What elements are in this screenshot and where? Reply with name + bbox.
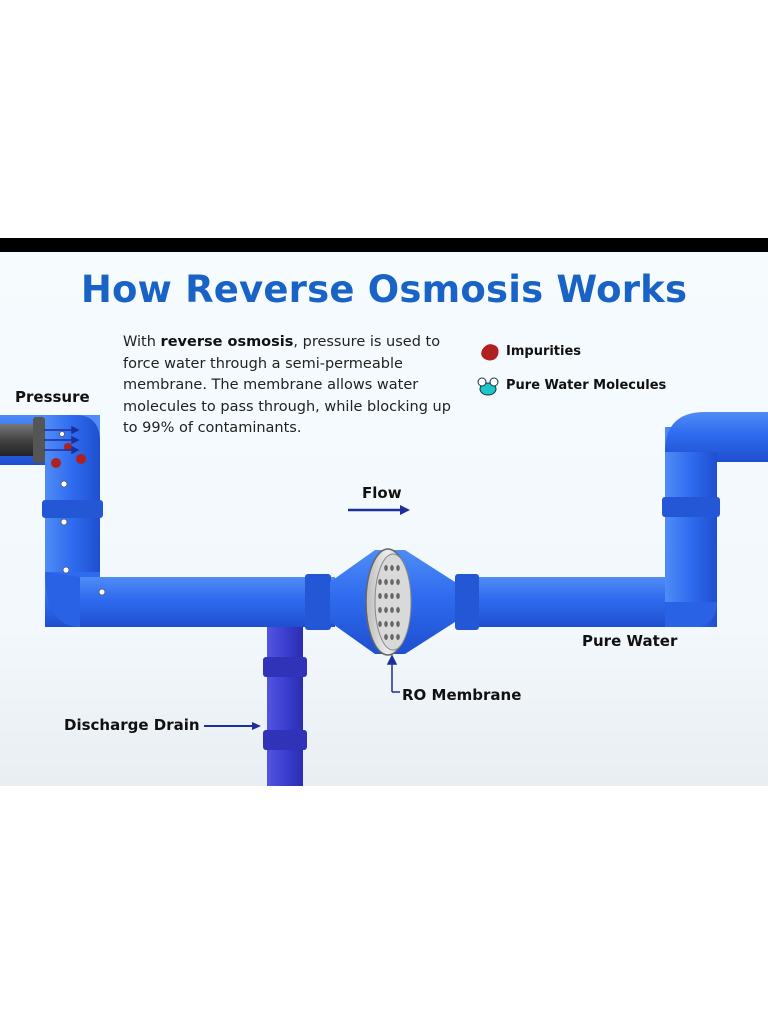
diagram-panel: How Reverse Osmosis Works With reverse o… xyxy=(0,252,768,786)
legend-pure-water-label: Pure Water Molecules xyxy=(506,378,667,393)
water-molecules-inlet xyxy=(59,431,106,596)
legend-impurities-label: Impurities xyxy=(506,344,582,359)
membrane-housing xyxy=(330,548,455,656)
description-bold: reverse osmosis xyxy=(160,334,294,350)
description-prefix: With xyxy=(123,334,161,350)
ro-membrane-pointer xyxy=(386,654,400,693)
ro-membrane-label: RO Membrane xyxy=(402,686,522,704)
impurities-legend-icon xyxy=(481,344,499,361)
pressure-label: Pressure xyxy=(15,388,90,406)
membrane-pores xyxy=(378,565,400,640)
discharge-drain-label: Discharge Drain xyxy=(64,716,200,734)
pressure-piston xyxy=(0,417,45,463)
impurity-particles xyxy=(51,443,86,468)
pressure-arrows xyxy=(44,425,80,455)
flow-label: Flow xyxy=(362,484,402,502)
outlet-pipe xyxy=(455,412,768,630)
diagram-title: How Reverse Osmosis Works xyxy=(80,268,688,311)
description-text: With reverse osmosis, pressure is used t… xyxy=(123,332,463,440)
description-suffix: , pressure is used to force water throug… xyxy=(123,334,451,436)
pure-water-legend-icon xyxy=(477,377,499,396)
drain-pipe xyxy=(263,612,307,786)
flow-arrow xyxy=(348,505,410,515)
inlet-pipe xyxy=(0,415,335,630)
drain-arrow xyxy=(204,722,261,730)
pure-water-label: Pure Water xyxy=(582,632,678,650)
pipe-illustration xyxy=(0,344,768,786)
